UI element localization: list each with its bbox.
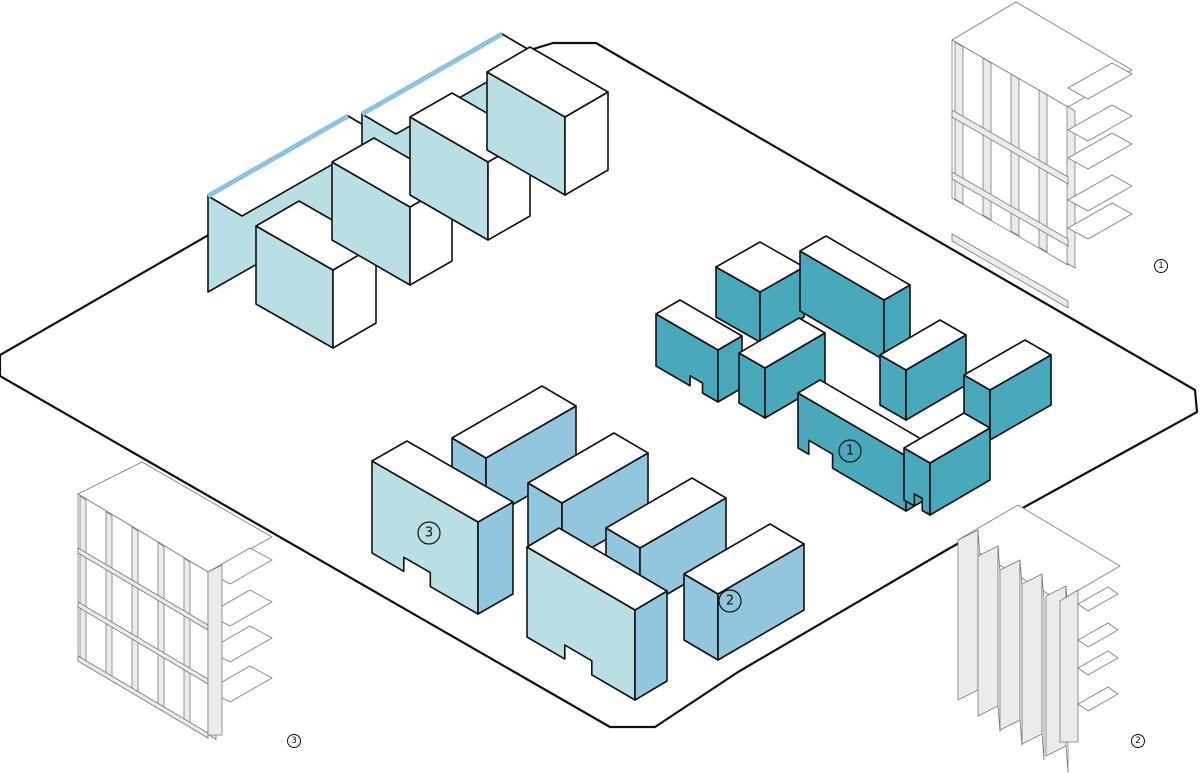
elev-3-floor-plate	[207, 547, 273, 585]
nw-slab-2-accent	[360, 31, 504, 117]
s-block-3-roof	[371, 440, 514, 523]
svg-text:2: 2	[726, 594, 734, 609]
e-unit-g-roof	[903, 412, 991, 464]
svg-text:2: 2	[1135, 736, 1141, 746]
e-unit-e-roof	[879, 319, 967, 371]
elev-1-floor-plate	[1067, 132, 1133, 170]
site-boundary	[0, 41, 1199, 729]
elev-1-floor-plate	[1067, 174, 1133, 212]
e-unit-b-roof	[655, 299, 743, 351]
elev-1-band	[951, 109, 1069, 185]
elev-2-floor-plate	[1077, 650, 1119, 676]
elev-2-floor-plate	[1077, 622, 1119, 648]
s-row-a4-roof	[683, 523, 805, 595]
building-cluster-northwest	[206, 31, 609, 349]
svg-text:3: 3	[291, 736, 297, 746]
elev-1-floor-plate	[1067, 104, 1133, 142]
s-block-front-roof	[526, 527, 668, 611]
s-row-a3-roof	[605, 477, 727, 549]
elev-2-fin	[1021, 573, 1043, 745]
elev-2-roof	[957, 504, 1121, 602]
elev-1-band	[951, 171, 1069, 247]
elev-2-edge	[1059, 589, 1079, 743]
building-cluster-east	[655, 235, 1052, 516]
elev-1-band	[951, 233, 1069, 309]
elevation-label-2: 2	[1131, 734, 1145, 748]
nw-block-4-roof	[486, 46, 609, 118]
elev-3-mullion	[79, 495, 87, 663]
elev-3-mullion	[183, 557, 191, 725]
elev-3-mullion	[157, 541, 165, 710]
e-unit-c-roof	[799, 235, 911, 301]
facade-elevation-3	[77, 461, 273, 741]
building-cluster-south	[371, 385, 805, 701]
s-row-a1-roof	[451, 385, 577, 459]
elev-3-mullion	[105, 510, 113, 679]
elev-2-floor-plate	[1077, 686, 1119, 712]
elev-2-fin	[977, 545, 999, 717]
svg-text:3: 3	[425, 526, 433, 541]
e-unit-d-roof	[738, 317, 826, 369]
elev-3-floor-plate	[207, 625, 273, 663]
facade-elevation-2	[957, 504, 1121, 773]
elev-2-fin	[957, 529, 979, 701]
s-row-a2-roof	[527, 432, 649, 504]
elev-2-fin-side	[1019, 559, 1023, 747]
elev-3-edge	[207, 564, 223, 736]
elev-3-floor-plate	[207, 589, 273, 627]
elev-1-mullion	[982, 57, 992, 221]
elev-2-floor-plate	[1077, 586, 1119, 612]
elev-1-floor-plate	[1067, 62, 1133, 100]
elev-3-band	[77, 655, 209, 739]
elevation-label-1: 1	[1154, 259, 1168, 273]
block-label-2: 2	[718, 589, 742, 613]
e-unit-f-roof	[963, 339, 1052, 391]
svg-text:1: 1	[1158, 261, 1164, 271]
elev-3-floor-plate	[207, 665, 273, 703]
elev-1-floor-plate	[1067, 202, 1133, 240]
elev-2-fin-side	[997, 545, 1001, 733]
block-label-3: 3	[417, 521, 441, 545]
elev-1-mullion	[1038, 89, 1048, 253]
elev-1-mullion	[1010, 73, 1020, 237]
elevation-label-3: 3	[287, 734, 301, 748]
elev-2-fin-side	[1041, 573, 1045, 761]
block-label-1: 1	[838, 439, 862, 463]
elev-3-mullion	[131, 526, 139, 694]
elev-1-mullion	[954, 41, 964, 205]
facade-elevation-1	[951, 1, 1133, 309]
svg-text:1: 1	[846, 444, 854, 459]
nw-slab-1-accent	[206, 113, 350, 199]
elev-2-fin	[999, 559, 1021, 731]
